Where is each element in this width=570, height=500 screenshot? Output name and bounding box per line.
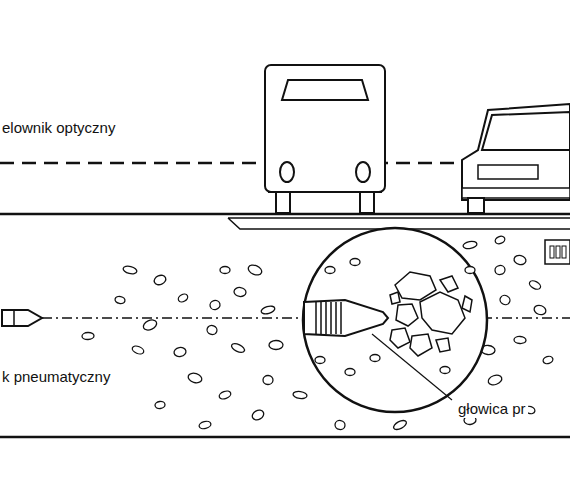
rock — [390, 328, 410, 348]
pebble — [528, 279, 542, 291]
part-label: głowica pr — [456, 400, 528, 418]
utility-box — [545, 240, 570, 264]
bus-wheel — [360, 192, 374, 213]
pebble — [494, 235, 506, 245]
car-bumper — [462, 188, 570, 198]
pebble — [269, 340, 283, 349]
rock — [410, 334, 432, 356]
head-stripe — [325, 302, 327, 334]
device-label: k pneumatyczny — [0, 368, 112, 386]
pebble — [247, 263, 263, 277]
pebble — [334, 420, 345, 430]
pebble — [251, 408, 266, 422]
pebble — [209, 299, 221, 310]
utility-box-cell — [562, 246, 566, 258]
utility-box-cell — [550, 246, 554, 258]
pebble — [392, 419, 408, 432]
pebble — [542, 355, 554, 365]
head-stripe — [335, 302, 337, 334]
pebble — [260, 305, 275, 316]
pebble — [487, 373, 503, 386]
pebble — [187, 372, 203, 385]
car-wheel — [468, 198, 484, 213]
pebble — [465, 267, 475, 274]
pebble — [198, 420, 211, 430]
bus-wheel — [276, 192, 290, 213]
mole-ring — [13, 310, 15, 326]
rock — [440, 276, 458, 292]
rock — [420, 292, 465, 334]
piercing-head — [304, 272, 472, 356]
device-label: elownik optyczny — [0, 119, 117, 137]
sight-line — [0, 162, 462, 165]
bus-light — [280, 162, 294, 182]
pebble — [233, 287, 246, 297]
pebble — [173, 346, 186, 357]
bus-body — [265, 65, 385, 192]
car-windshield — [482, 112, 570, 150]
pebble — [155, 401, 166, 409]
pebble — [440, 367, 450, 374]
pebble — [220, 267, 230, 274]
pebble — [82, 332, 94, 339]
pebble — [218, 390, 232, 401]
car-body — [462, 104, 570, 200]
rock — [390, 292, 400, 304]
pebble — [114, 296, 125, 305]
bottom-line — [0, 436, 570, 439]
head-stripe — [315, 302, 317, 334]
bus — [265, 65, 385, 213]
leader-line — [372, 334, 452, 400]
pebble — [153, 274, 168, 287]
pebble — [293, 391, 308, 400]
pebble — [325, 267, 335, 274]
car — [462, 104, 570, 213]
detail-circle — [303, 228, 487, 412]
pebble — [122, 265, 137, 275]
pebble — [514, 336, 526, 344]
pebble — [315, 357, 325, 364]
pneumatic-mole — [2, 310, 42, 326]
head-stripe — [330, 302, 332, 334]
pebble — [206, 324, 219, 336]
pebble — [142, 318, 158, 332]
pebble — [263, 375, 273, 385]
utility-box-cell — [556, 246, 560, 258]
pebble — [494, 265, 505, 275]
bus-windshield — [282, 80, 368, 100]
pebble — [345, 369, 355, 376]
pebble — [462, 240, 477, 249]
pebble — [513, 254, 527, 265]
rock — [462, 296, 472, 312]
head-stripe — [320, 302, 322, 334]
pebble — [177, 292, 189, 303]
pebble — [230, 342, 246, 354]
car-grille — [478, 165, 538, 179]
pebble — [533, 304, 547, 316]
head-body — [304, 300, 388, 336]
rock — [395, 272, 436, 300]
rock — [436, 338, 450, 352]
pebble — [499, 294, 512, 307]
rock — [396, 304, 418, 326]
head-stripe — [340, 302, 342, 334]
pebble — [350, 259, 360, 266]
bus-light — [356, 162, 370, 182]
pebble — [131, 345, 145, 356]
pebble — [370, 355, 380, 362]
